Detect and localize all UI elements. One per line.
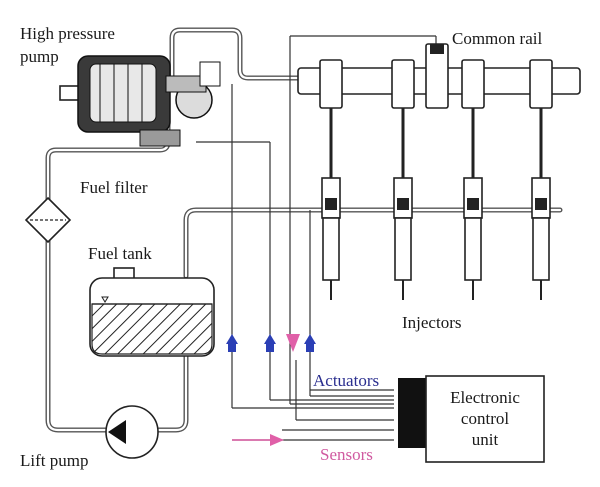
actuator-marker	[264, 334, 276, 352]
fuel-filter	[24, 196, 72, 244]
label-high-pressure-pump-line1: High pressure	[20, 24, 115, 43]
actuator-marker	[226, 334, 238, 352]
label-high-pressure-pump-line2: pump	[20, 47, 59, 66]
actuator-marker	[304, 334, 316, 352]
label-ecu-line1: Electronic	[450, 388, 520, 407]
sensor-input-arrow	[232, 434, 284, 446]
injector	[463, 108, 483, 300]
lift-pump	[105, 405, 159, 459]
label-ecu-line2: control	[461, 409, 509, 428]
injector	[393, 108, 413, 300]
fuel-tank	[89, 267, 215, 357]
high-pressure-pump	[59, 55, 221, 147]
injector	[531, 108, 551, 300]
label-lift-pump: Lift pump	[20, 451, 88, 470]
label-ecu-line3: unit	[472, 430, 499, 449]
label-fuel-filter: Fuel filter	[80, 178, 148, 197]
injector	[321, 108, 341, 300]
label-injectors: Injectors	[402, 313, 461, 332]
common-rail	[297, 43, 581, 109]
fuel-pipes	[45, 27, 563, 433]
label-actuators: Actuators	[313, 371, 379, 390]
label-common-rail: Common rail	[452, 29, 542, 48]
injectors	[321, 108, 551, 300]
label-fuel-tank: Fuel tank	[88, 244, 152, 263]
electronic-control-unit	[398, 375, 545, 463]
label-sensors: Sensors	[320, 445, 373, 464]
sensor-marker	[286, 334, 300, 352]
